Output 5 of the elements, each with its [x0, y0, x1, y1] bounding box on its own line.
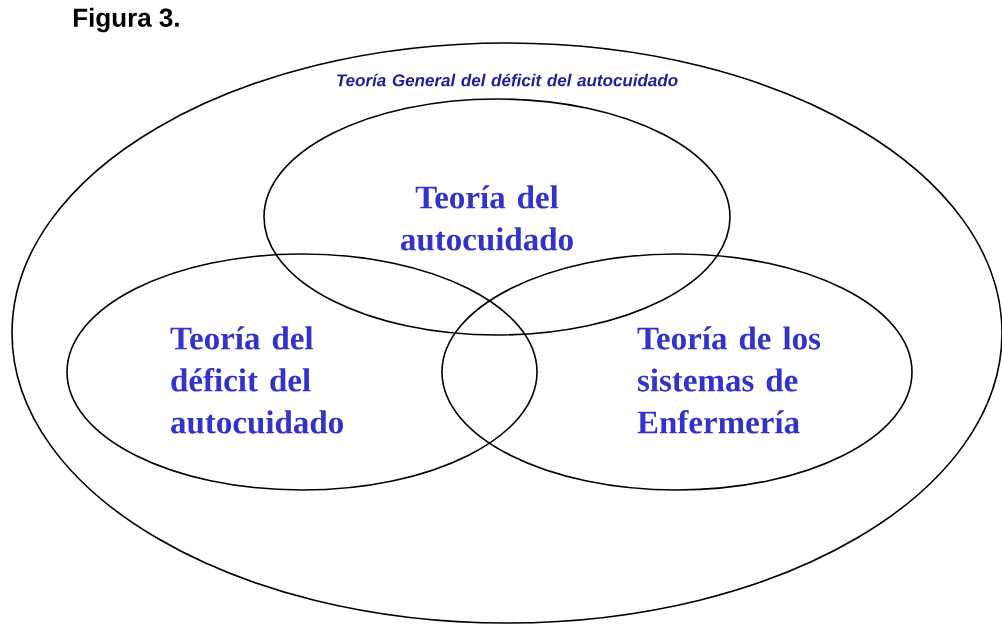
ellipse-label: Teoría del autocuidado: [400, 185, 573, 251]
heading: Teoría General del déficit del autocuidado: [337, 73, 678, 87]
ellipse-label: Teoría del déficit del autocuidado: [170, 326, 343, 434]
ellipse-label: Teoría de los sistemas de Enfermería: [637, 326, 821, 434]
figure-title: Figura 3.: [73, 7, 179, 33]
